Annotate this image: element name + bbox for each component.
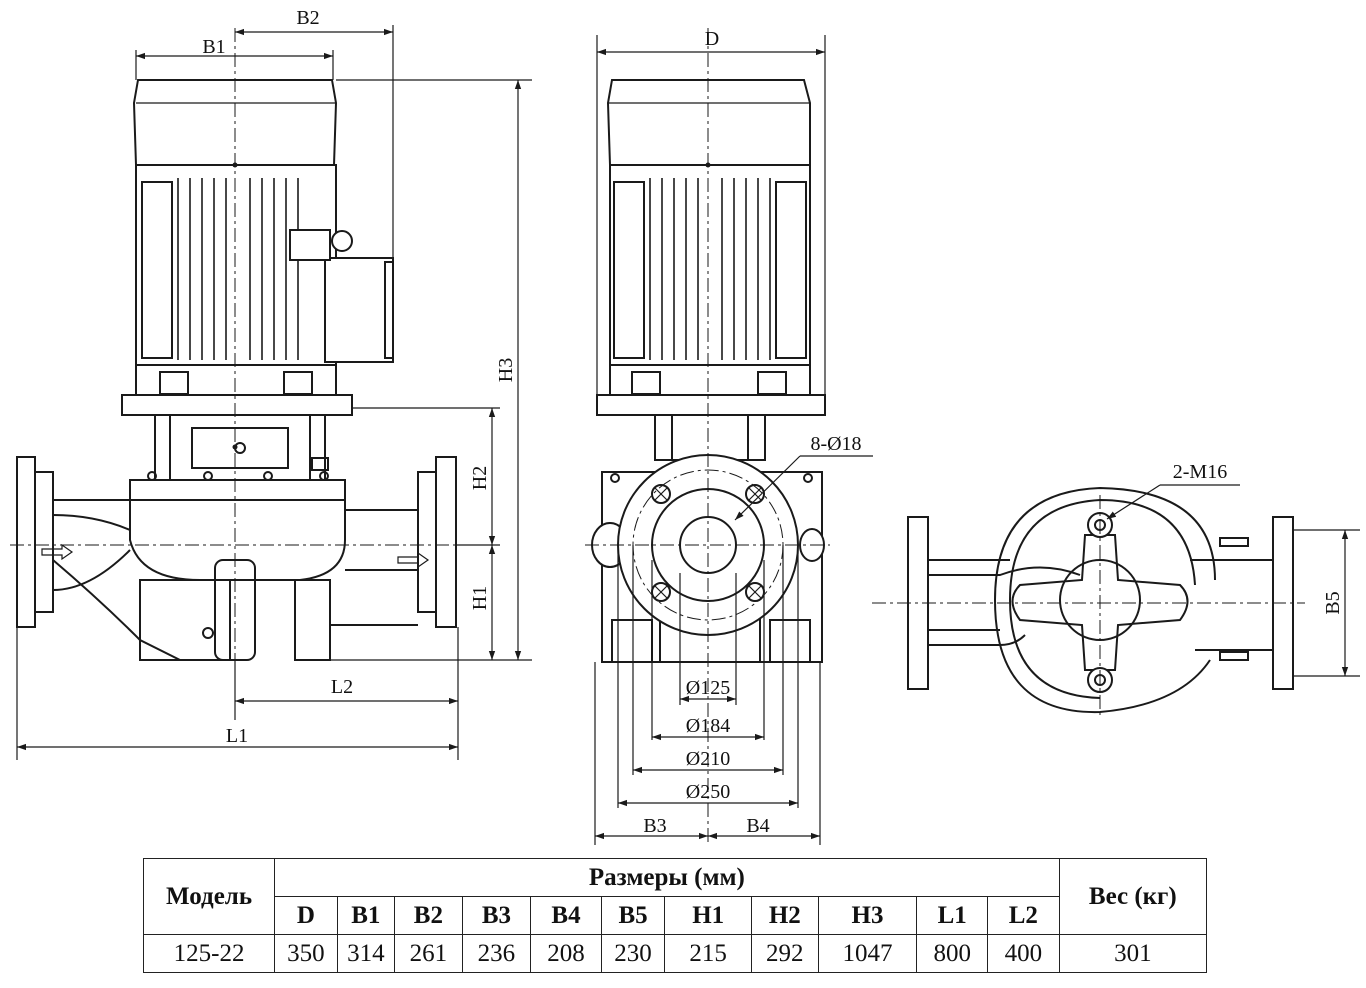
cell-l2: 400 <box>986 934 1060 973</box>
cell-h2: 292 <box>751 934 819 973</box>
cell-h1: 215 <box>664 934 753 973</box>
model-header: Модель <box>142 858 276 935</box>
cell-model: 125-22 <box>142 934 276 973</box>
side-view <box>585 28 830 845</box>
dim-d250-label: Ø250 <box>686 781 730 803</box>
dim-b1-label: B1 <box>202 36 225 58</box>
cell-h3: 1047 <box>817 934 918 973</box>
cell-b4: 208 <box>530 934 602 973</box>
side-dimensions: D 8-Ø18 Ø125 Ø184 Ø210 Ø250 B3 B4 <box>594 28 873 845</box>
col-header-b4: B4 <box>530 896 602 935</box>
col-header-b1: B1 <box>336 896 396 935</box>
dim-b4-label: B4 <box>746 815 769 837</box>
side-motor-fins <box>649 178 771 360</box>
inlet-flange <box>16 456 36 628</box>
bottom-view <box>872 486 1305 715</box>
col-header-b2: B2 <box>394 896 463 935</box>
bolt-holes <box>651 484 765 602</box>
dims-header: Размеры (мм) <box>274 858 1060 897</box>
weight-header: Вес (кг) <box>1058 858 1208 935</box>
dimensions-table: Модель Размеры (мм) Вес (кг) D B1 B2 B3 … <box>142 858 1208 973</box>
pump-cover <box>129 479 346 501</box>
motor-body <box>135 164 337 366</box>
col-header-h1: H1 <box>664 896 753 935</box>
col-header-d: D <box>274 896 338 935</box>
volute-outline <box>993 486 1216 714</box>
bolt-hole-callout: 8-Ø18 <box>810 433 861 455</box>
dim-b2-label: B2 <box>296 7 319 29</box>
col-header-b5: B5 <box>600 896 666 935</box>
cell-b1: 314 <box>336 934 396 973</box>
cell-l1: 800 <box>916 934 988 973</box>
motor-fins <box>177 178 299 360</box>
dim-d-label: D <box>705 28 719 50</box>
outlet-flange <box>435 456 457 628</box>
cell-b5: 230 <box>600 934 666 973</box>
pump-dimension-drawing: B1 B2 H3 H2 H1 L2 L1 <box>10 7 1360 845</box>
cell-b3: 236 <box>461 934 532 973</box>
lifting-eye <box>331 230 353 252</box>
front-dimensions: B1 B2 H3 H2 H1 L2 L1 <box>16 7 532 760</box>
dim-h2-label: H2 <box>469 466 491 490</box>
dim-d184-label: Ø184 <box>686 715 730 737</box>
col-header-h2: H2 <box>751 896 819 935</box>
dim-h1-label: H1 <box>469 586 491 610</box>
bottom-dimensions: 2-M16 B5 <box>1106 461 1360 677</box>
cell-weight: 301 <box>1058 934 1208 973</box>
motor-flange <box>121 394 353 416</box>
dim-d125-label: Ø125 <box>686 677 730 699</box>
cell-d: 350 <box>274 934 338 973</box>
col-header-l1: L1 <box>916 896 988 935</box>
side-motor-flange <box>596 394 826 416</box>
dim-b5-label: B5 <box>1322 591 1344 614</box>
dim-l1-label: L1 <box>226 725 248 747</box>
side-motor-body <box>609 164 811 366</box>
col-header-b3: B3 <box>461 896 532 935</box>
dim-b3-label: B3 <box>643 815 666 837</box>
col-header-l2: L2 <box>986 896 1060 935</box>
side-motor-cap <box>606 79 811 166</box>
dim-d210-label: Ø210 <box>686 748 730 770</box>
volute <box>129 500 346 581</box>
table-row: 125-22 350 314 261 236 208 230 215 292 1… <box>142 934 1208 973</box>
col-header-h3: H3 <box>817 896 918 935</box>
front-view <box>10 28 470 700</box>
dim-h3-label: H3 <box>495 358 517 382</box>
terminal-box <box>324 257 394 363</box>
cell-b2: 261 <box>394 934 463 973</box>
dim-l2-label: L2 <box>331 676 353 698</box>
thread-callout: 2-M16 <box>1173 461 1227 483</box>
